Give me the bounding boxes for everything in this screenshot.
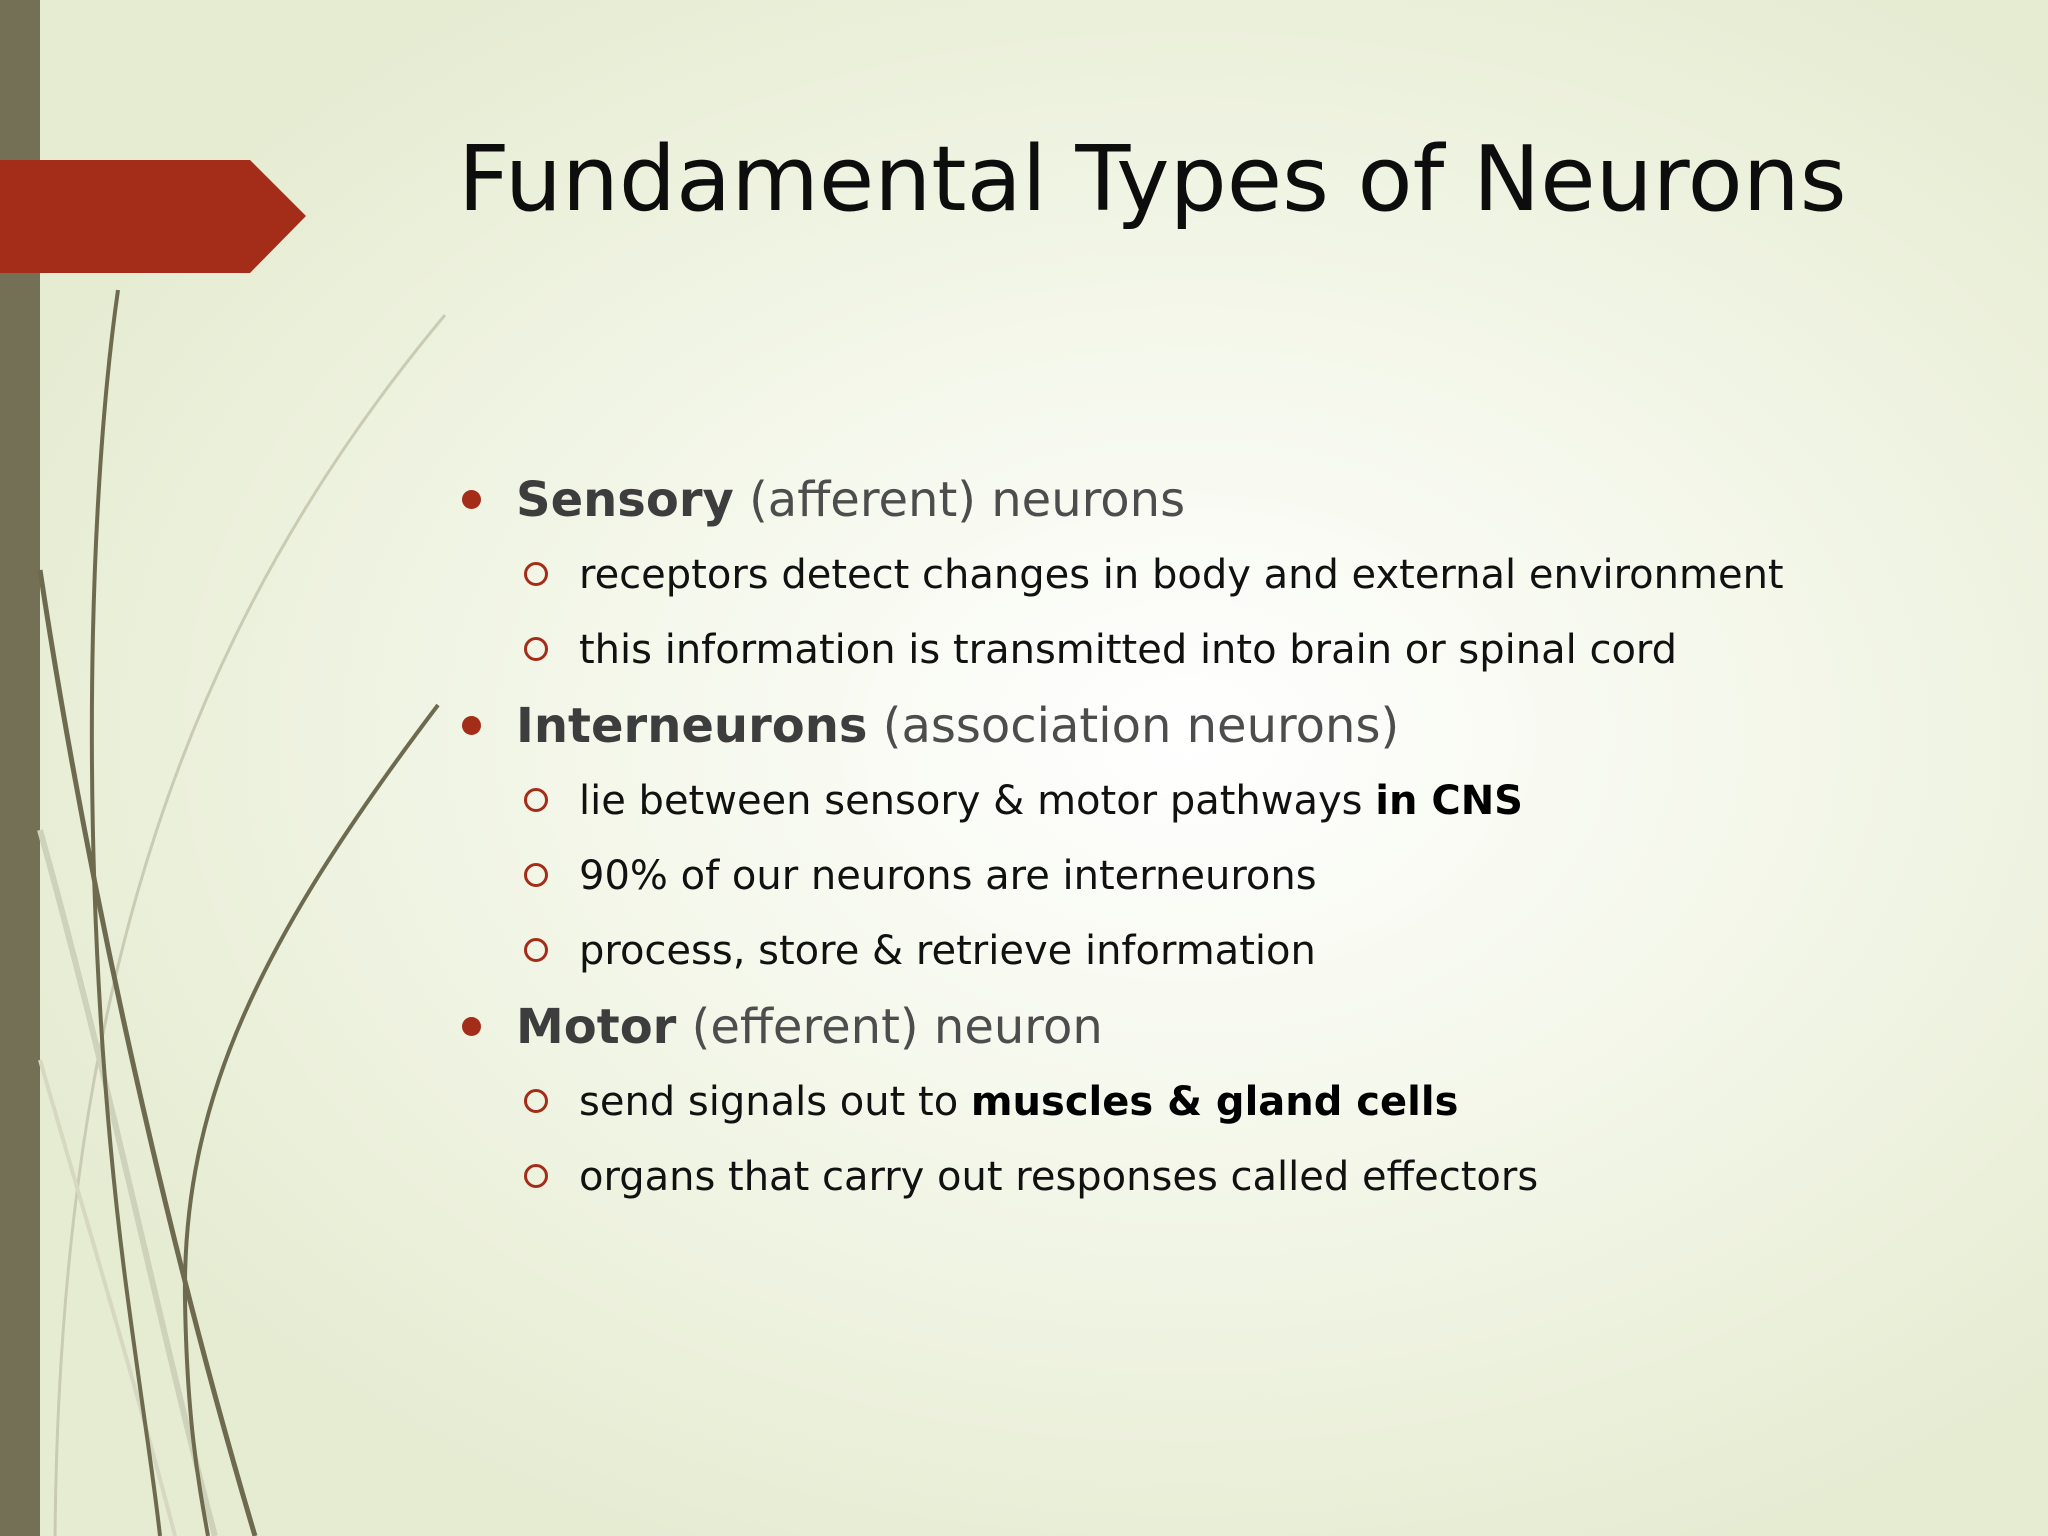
bullet-text: (afferent) neurons [733,472,1186,528]
sub-bullet-text: organs that carry out responses called e… [579,1154,1539,1200]
curved-lines-decoration [37,289,447,1536]
bullet-motor: Motor (efferent) neuron [458,989,2018,1065]
bullet-text: (association neurons) [867,698,1400,754]
ring-bullet-icon [524,1089,548,1113]
ring-bullet-icon [524,637,548,661]
curve-dark-1 [89,289,162,1536]
sub-bullet: organs that carry out responses called e… [458,1140,2018,1215]
ring-bullet-icon [524,938,548,962]
red-arrow-tab [0,160,306,273]
bullet-interneurons: Interneurons (association neurons) [458,688,2018,764]
bullet-text: (efferent) neuron [676,999,1103,1055]
bullet-term: Interneurons [516,698,868,754]
ring-bullet-icon [524,788,548,812]
sub-bullet: receptors detect changes in body and ext… [458,538,2018,613]
sub-bullet-text: send signals out to [579,1079,971,1125]
sub-bullet: lie between sensory & motor pathways in … [458,764,2018,839]
sub-bullet-text: process, store & retrieve information [579,928,1316,974]
bullet-list: Sensory (afferent) neurons receptors det… [458,462,2018,1215]
bullet-dot-icon [462,716,481,735]
ring-bullet-icon [524,1164,548,1188]
sub-bullet-text: this information is transmitted into bra… [579,627,1678,673]
sub-bullet: 90% of our neurons are interneurons [458,839,2018,914]
sub-bullet: this information is transmitted into bra… [458,613,2018,688]
sub-bullet: send signals out to muscles & gland cell… [458,1065,2018,1140]
bullet-term: Sensory [516,472,734,528]
bullet-sensory: Sensory (afferent) neurons [458,462,2018,538]
sub-bullet-emphasis: in CNS [1375,778,1523,824]
sub-bullet-text: 90% of our neurons are interneurons [579,853,1317,899]
curve-light-2 [37,829,218,1536]
curve-dark-3 [182,703,440,1536]
slide-title: Fundamental Types of Neurons [458,127,1847,232]
sub-bullet-text: receptors detect changes in body and ext… [579,552,1784,598]
sub-bullet-emphasis: muscles & gland cells [970,1079,1459,1125]
curve-dark-2 [37,569,258,1536]
curve-light-3 [38,1059,177,1536]
sub-bullet: process, store & retrieve information [458,914,2018,989]
ring-bullet-icon [524,863,548,887]
ring-bullet-icon [524,562,548,586]
bullet-dot-icon [462,1017,481,1036]
sub-bullet-text: lie between sensory & motor pathways [579,778,1376,824]
curve-light-1 [53,314,447,1536]
bullet-term: Motor [516,999,677,1055]
bullet-dot-icon [462,490,481,509]
